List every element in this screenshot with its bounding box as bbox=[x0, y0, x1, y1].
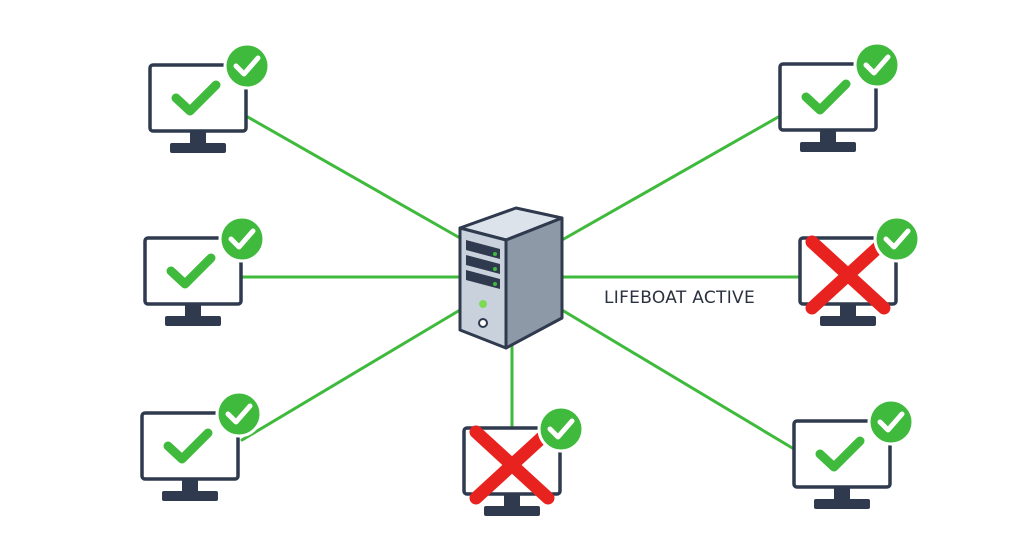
connection-lines bbox=[240, 114, 802, 451]
check-circle-icon bbox=[223, 42, 271, 90]
badge-check bbox=[225, 403, 253, 425]
badge-circle bbox=[873, 215, 921, 263]
link-top-right bbox=[560, 114, 782, 242]
workstation-bottom-center bbox=[462, 405, 585, 516]
monitor-neck bbox=[840, 304, 856, 316]
link-top-left bbox=[244, 114, 462, 240]
monitor-base bbox=[170, 143, 226, 153]
monitor-base bbox=[814, 499, 870, 509]
check-circle-icon bbox=[218, 215, 266, 263]
badge-circle bbox=[867, 398, 915, 446]
server-power-button bbox=[478, 318, 488, 328]
server-led-2 bbox=[493, 267, 497, 271]
check-circle-icon bbox=[853, 41, 901, 89]
server-side-face bbox=[504, 216, 564, 350]
monitor-neck bbox=[504, 494, 520, 506]
badge-circle bbox=[218, 215, 266, 263]
monitor-neck bbox=[820, 130, 836, 142]
monitor-base bbox=[162, 491, 218, 501]
red-x-icon bbox=[805, 235, 891, 315]
link-bottom-right bbox=[560, 308, 796, 451]
workstation-top-left bbox=[148, 42, 271, 153]
red-x-stroke-2 bbox=[805, 235, 891, 315]
screen-check-icon bbox=[801, 79, 851, 115]
check-circle-icon bbox=[867, 398, 915, 446]
badge-circle bbox=[537, 405, 585, 453]
badge-circle bbox=[223, 42, 271, 90]
server-led-3 bbox=[493, 282, 497, 286]
link-bottom-left bbox=[240, 308, 462, 442]
badge-check bbox=[233, 55, 261, 77]
screen-check-icon bbox=[166, 253, 216, 289]
badge-check bbox=[547, 418, 575, 440]
red-x-stroke-2 bbox=[469, 425, 555, 505]
workstation-bottom-left bbox=[140, 390, 263, 501]
screen-check-icon bbox=[815, 436, 865, 472]
badge-circle bbox=[853, 41, 901, 89]
red-x-icon bbox=[469, 425, 555, 505]
server-power-light bbox=[479, 300, 487, 308]
badge-check bbox=[877, 411, 905, 433]
server-drive-bay-1 bbox=[466, 240, 500, 259]
badge-check bbox=[863, 54, 891, 76]
check-circle-icon bbox=[215, 390, 263, 438]
server-drive-bay-2 bbox=[466, 255, 500, 274]
workstation-group bbox=[140, 41, 921, 516]
server-icon bbox=[458, 206, 564, 350]
workstation-top-right bbox=[778, 41, 901, 152]
screen-check-icon bbox=[171, 80, 221, 116]
badge-check bbox=[228, 228, 256, 250]
monitor-neck bbox=[185, 304, 201, 316]
check-circle-icon bbox=[537, 405, 585, 453]
lifeboat-status-label: LIFEBOAT ACTIVE bbox=[604, 288, 756, 308]
badge-check bbox=[883, 228, 911, 250]
check-circle-icon bbox=[873, 215, 921, 263]
monitor-neck bbox=[190, 131, 206, 143]
server-led-1 bbox=[493, 252, 497, 256]
workstation-middle-right bbox=[798, 215, 921, 326]
monitor-base bbox=[484, 506, 540, 516]
badge-circle bbox=[215, 390, 263, 438]
monitor-neck bbox=[182, 479, 198, 491]
screen-check-icon bbox=[163, 428, 213, 464]
workstation-bottom-right bbox=[792, 398, 915, 509]
workstation-middle-left bbox=[143, 215, 266, 326]
monitor-base bbox=[165, 316, 221, 326]
server-drive-bay-3 bbox=[466, 270, 500, 289]
monitor-neck bbox=[834, 487, 850, 499]
monitor-base bbox=[800, 142, 856, 152]
monitor-base bbox=[820, 316, 876, 326]
